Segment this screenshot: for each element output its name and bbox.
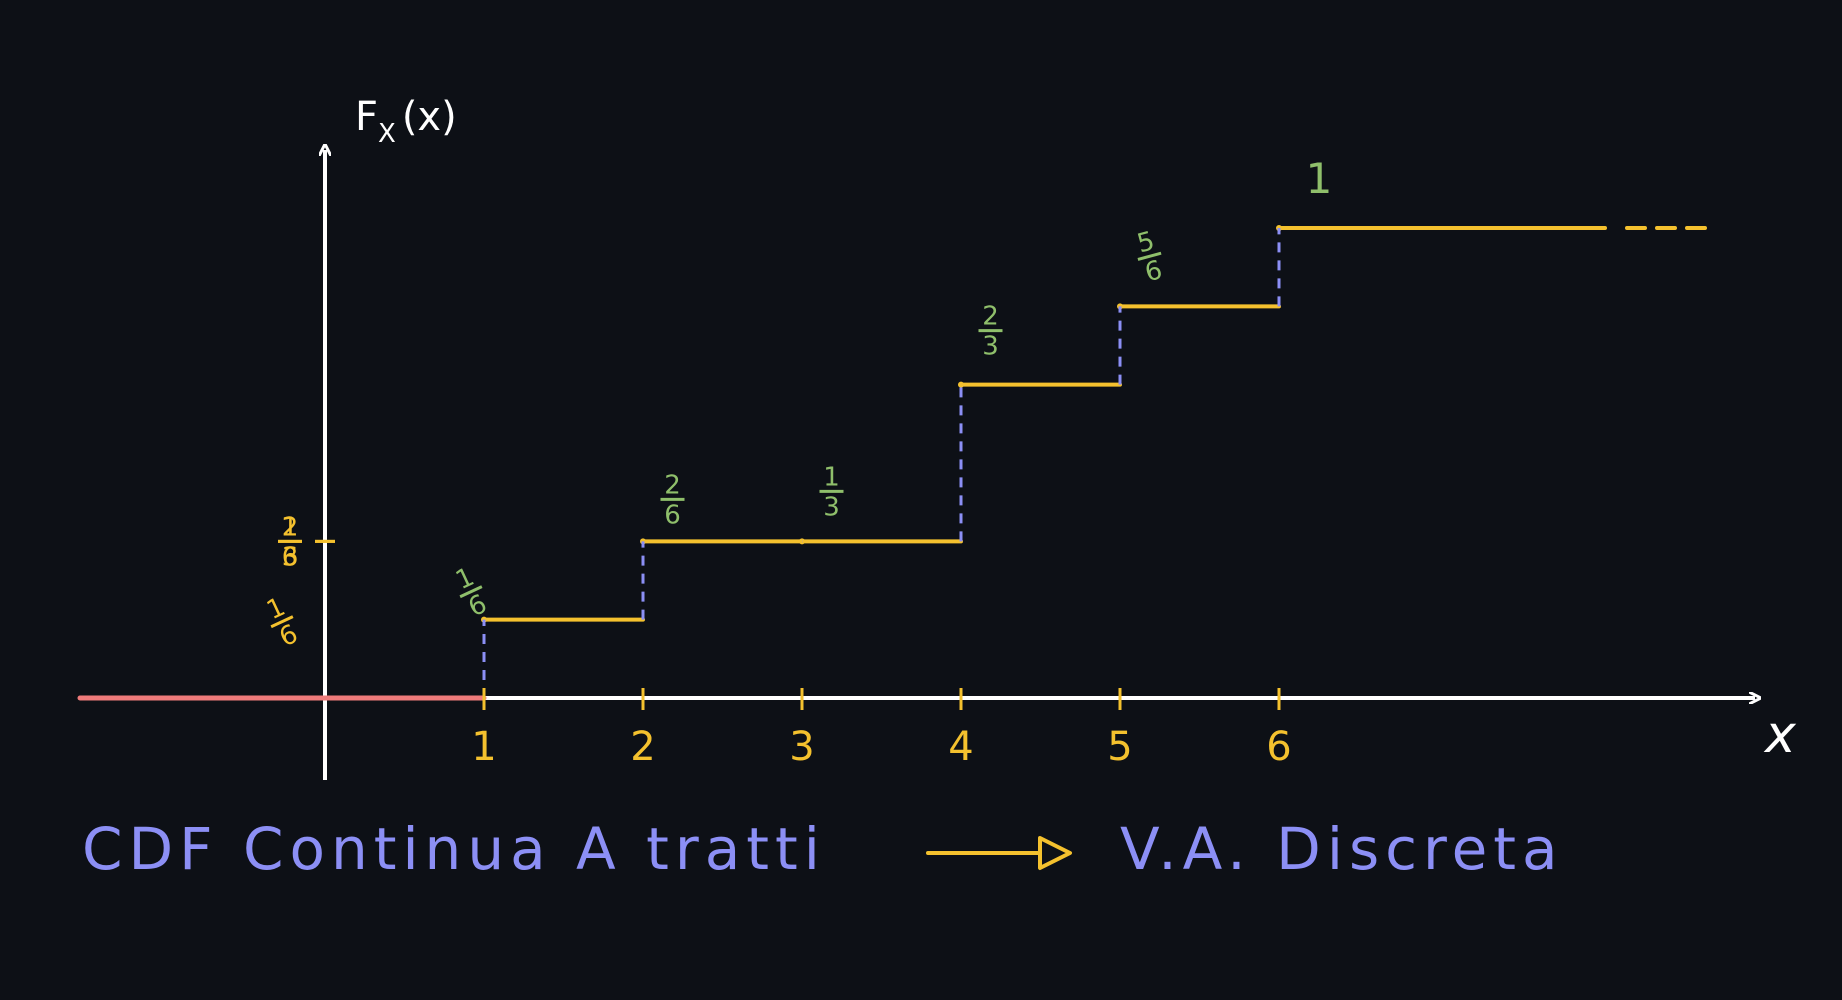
y-tick-label-1: 16 [262, 592, 303, 653]
step-label-3: 13 [819, 462, 844, 522]
step-label-5-bar [1137, 251, 1162, 261]
step-label-4-numerator: 2 [982, 302, 999, 332]
step-closed-point-4 [958, 381, 964, 388]
x-axis-label: x [1763, 705, 1797, 765]
y-tick-label-3-numerator: 1 [282, 512, 299, 542]
step-label-5-numerator: 5 [1134, 226, 1158, 259]
step-label-1: 16 [451, 562, 492, 623]
cdf-steps [481, 225, 1707, 623]
step-closed-point-3 [799, 538, 805, 545]
y-axis-label-symbol: F [355, 94, 378, 140]
x-tick-label-2: 2 [630, 724, 655, 770]
cdf-jumps [482, 228, 1281, 698]
caption-left: CDF Continua A tratti [82, 815, 826, 883]
step-label-2-numerator: 2 [664, 470, 681, 500]
y-tick-label-3: 13 [278, 512, 302, 572]
step-label-5: 56 [1134, 226, 1166, 288]
step-label-2-denominator: 6 [664, 500, 681, 530]
y-tick-label-1-bar [270, 615, 294, 629]
step-label-3-denominator: 3 [823, 492, 840, 522]
y-tick-label-1-denominator: 6 [275, 619, 303, 653]
y-tick-label-3-denominator: 3 [282, 542, 299, 572]
y-tick-label-2-denominator: 6 [282, 542, 299, 572]
step-label-3-numerator: 1 [823, 462, 840, 492]
y-axis-label: FX(x) [355, 94, 457, 149]
x-ticks: 1 2 3 4 5 6 [471, 688, 1292, 770]
caption-right: V.A. Discreta [1120, 815, 1564, 883]
x-tick-label-5: 5 [1107, 724, 1132, 770]
step-label-2: 26 [660, 470, 685, 530]
step-label-1-bar [459, 585, 483, 599]
step-label-6: 1 [1306, 154, 1333, 203]
y-axis-label-subscript: X [378, 119, 396, 149]
x-tick-label-1: 1 [471, 724, 496, 770]
step-label-5-denominator: 6 [1142, 255, 1166, 288]
x-tick-label-4: 4 [948, 724, 973, 770]
axes [105, 150, 1755, 780]
x-tick-label-3: 3 [789, 724, 814, 770]
step-label-4-denominator: 3 [982, 332, 999, 362]
implies-arrow [926, 836, 1072, 870]
y-axis-label-argument: (x) [402, 94, 457, 140]
x-tick-label-6: 6 [1266, 724, 1291, 770]
step-label-1-denominator: 6 [464, 589, 492, 623]
y-tick-label-2-numerator: 2 [282, 512, 299, 542]
step-label-4: 23 [978, 302, 1003, 362]
